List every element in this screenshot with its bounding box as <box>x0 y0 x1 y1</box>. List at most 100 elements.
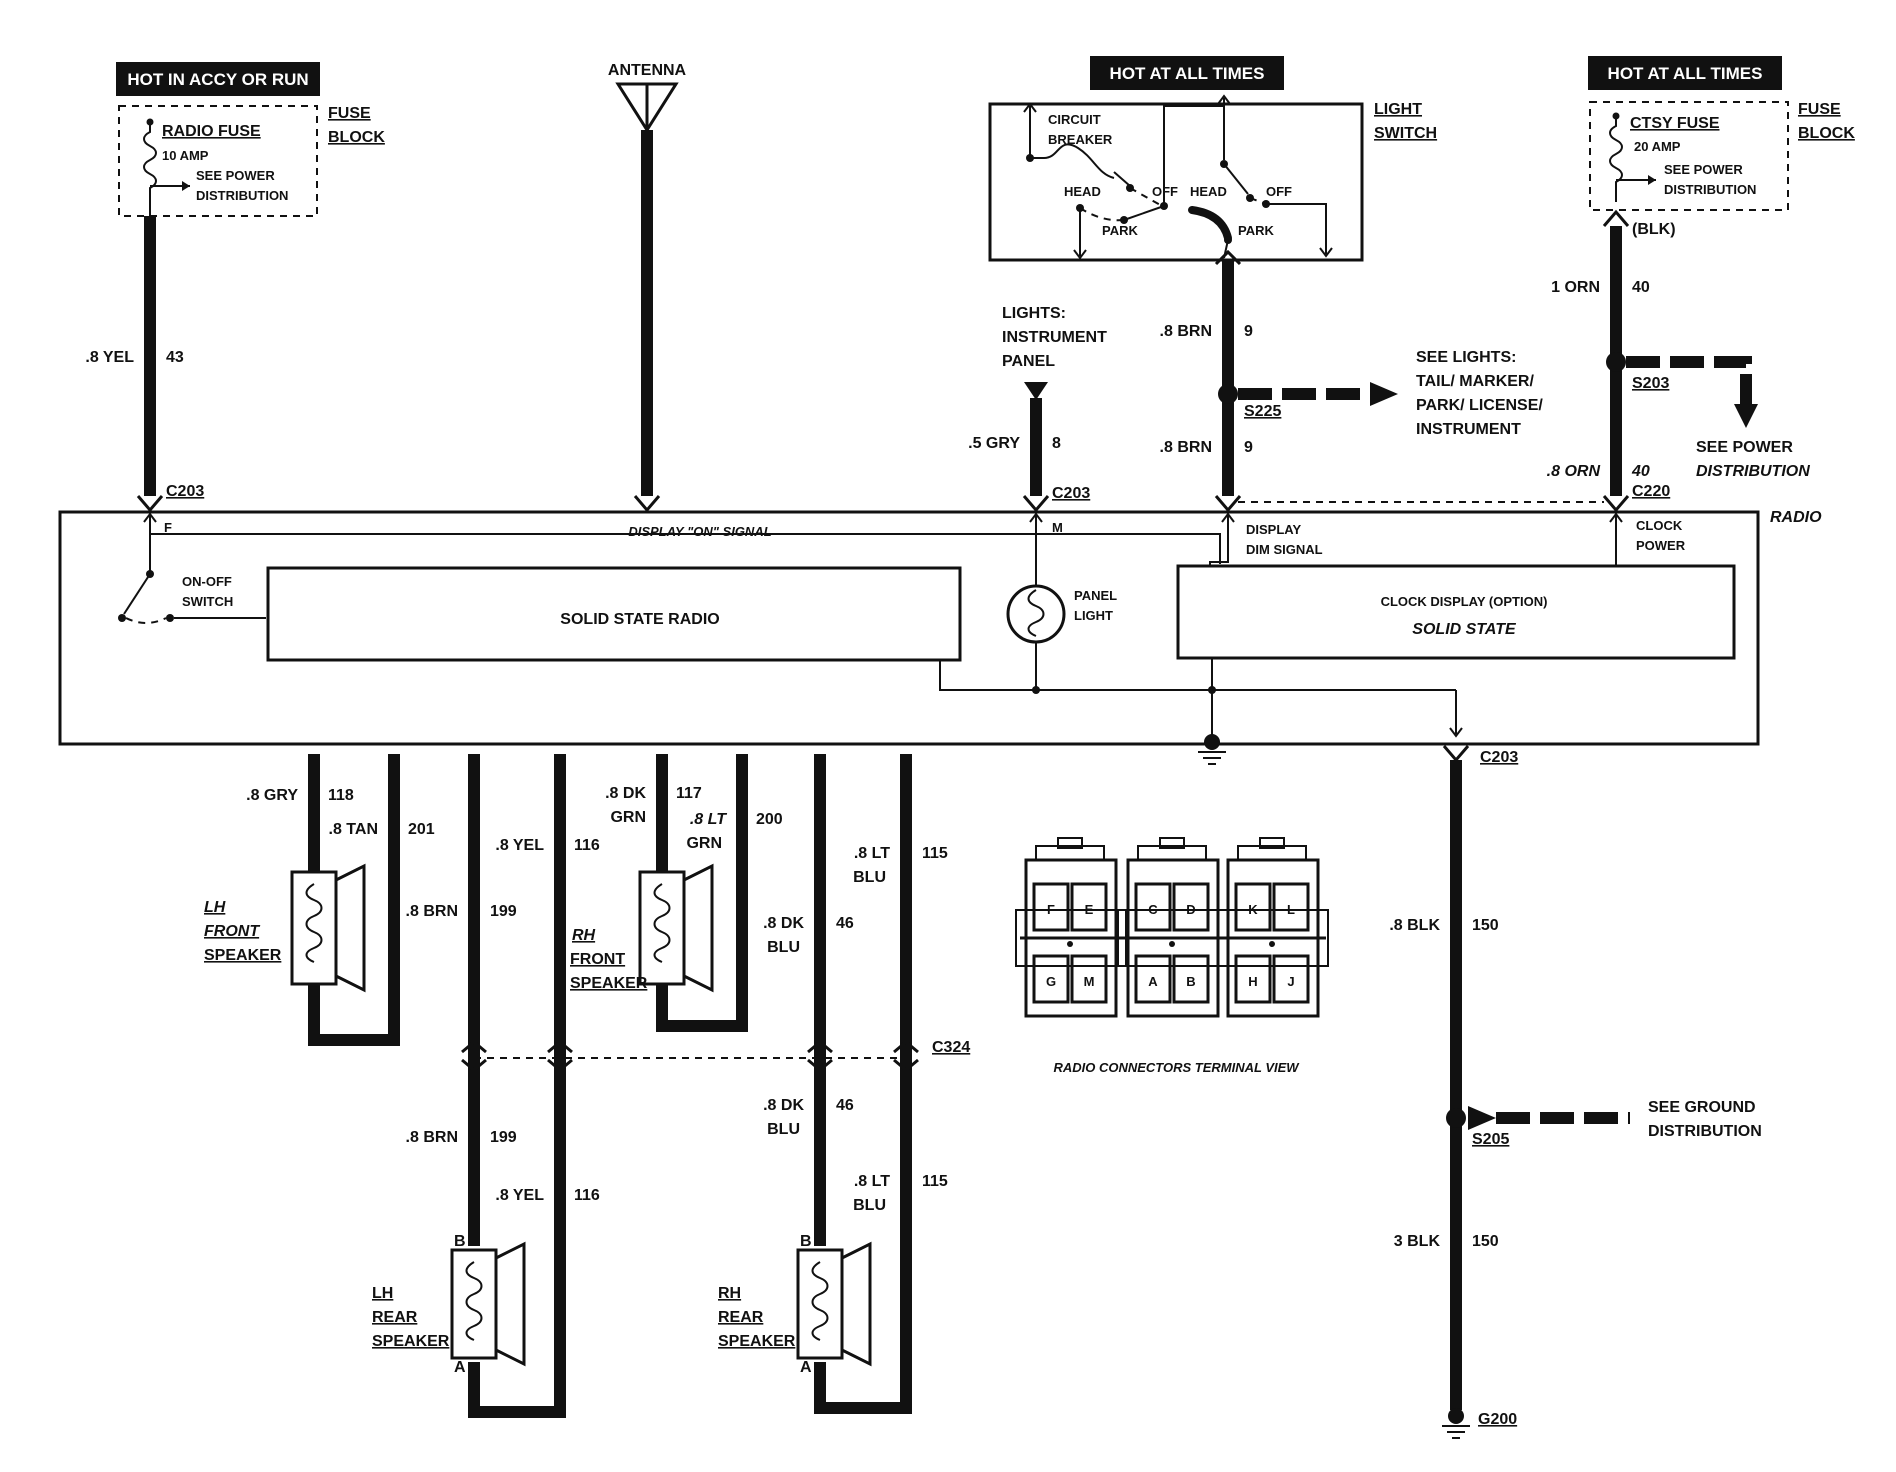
wire-150-top-size: .8 BLK <box>1389 917 1440 934</box>
see-lights-3: PARK/ LICENSE/ <box>1416 397 1543 414</box>
wire-199-bottom-size: .8 BRN <box>406 1129 458 1146</box>
arrow-right-icon <box>1648 175 1656 185</box>
wire-199-bottom-num: 199 <box>490 1129 517 1146</box>
wire-46-bottom-num: 46 <box>836 1097 854 1114</box>
rh-front-speaker-1: RH <box>572 927 596 944</box>
switch-off-1: OFF <box>1152 184 1178 199</box>
see-power-1: SEE POWER <box>1696 439 1793 456</box>
lh-front-speaker-2: FRONT <box>204 923 260 940</box>
connector-c324: C324 <box>932 1039 970 1056</box>
wire-116-top-size: .8 YEL <box>495 837 544 854</box>
wire-200-num: 200 <box>756 811 783 828</box>
triangle-down-icon <box>1024 382 1048 400</box>
radio-fuse-amp: 10 AMP <box>162 148 209 163</box>
ctsy-fuse-block: HOT AT ALL TIMES CTSY FUSE 20 AMP SEE PO… <box>1588 56 1855 211</box>
ground-g200: G200 <box>1478 1411 1517 1428</box>
connector-c220: C220 <box>1632 483 1670 500</box>
terminal-pin-label: J <box>1287 974 1294 989</box>
wire-9-top-size: .8 BRN <box>1160 323 1212 340</box>
solid-state-radio-label: SOLID STATE RADIO <box>560 611 719 628</box>
light-switch-title2: SWITCH <box>1374 125 1437 142</box>
terminal-pin-label: G <box>1046 974 1056 989</box>
wire-116-bottom-num: 116 <box>574 1187 600 1204</box>
lh-rear-speaker-3: SPEAKER <box>372 1333 450 1350</box>
wire-200-size2: GRN <box>686 835 722 852</box>
rh-rear-speaker-icon <box>796 1241 872 1367</box>
switch-off-2: OFF <box>1266 184 1292 199</box>
circuit-breaker-label-1: CIRCUIT <box>1048 112 1101 127</box>
wire-46-bottom-size2: BLU <box>767 1121 800 1138</box>
ctsy-fuse-see2: DISTRIBUTION <box>1664 182 1756 197</box>
clock-display-label: CLOCK DISPLAY (OPTION) <box>1381 594 1548 609</box>
wire-9-top-num: 9 <box>1244 323 1253 340</box>
switch-park-1: PARK <box>1102 223 1138 238</box>
wire-200-size1: .8 LT <box>690 811 727 828</box>
lh-front-speaker-1: LH <box>204 899 226 916</box>
terminal-pin-label: B <box>1186 974 1195 989</box>
wire-199-top-num: 199 <box>490 903 517 920</box>
rh-rear-speaker-2: REAR <box>718 1309 764 1326</box>
wire-40-top-num: 40 <box>1632 279 1650 296</box>
wire-201-size: .8 TAN <box>329 821 378 838</box>
wire-46-bottom-size1: .8 DK <box>763 1097 804 1114</box>
hot-accy-run-label: HOT IN ACCY OR RUN <box>127 70 308 89</box>
wire-9-bottom-size: .8 BRN <box>1160 439 1212 456</box>
wire-40-bottom-num: 40 <box>1631 463 1650 480</box>
wire-115-bottom-size1: .8 LT <box>854 1173 890 1190</box>
splice-s205 <box>1446 1108 1466 1128</box>
panel-light-2: LIGHT <box>1074 608 1113 623</box>
wire-150-bottom-num: 150 <box>1472 1233 1499 1250</box>
wire-9-bottom-num: 9 <box>1244 439 1253 456</box>
connector-c203-top-left: C203 <box>166 483 204 500</box>
ctsy-fuse-block2: BLOCK <box>1798 125 1855 142</box>
wire-150-top-num: 150 <box>1472 917 1499 934</box>
display-dim-2: DIM SIGNAL <box>1246 542 1323 557</box>
wire-117-num: 117 <box>676 785 702 802</box>
arrow-left-icon <box>1468 1106 1496 1130</box>
see-power-2: DISTRIBUTION <box>1696 463 1810 480</box>
wire-117-size1: .8 DK <box>605 785 646 802</box>
lh-rear-speaker-1: LH <box>372 1285 393 1302</box>
terminal-pin-label: C <box>1148 902 1158 917</box>
wire-115-top-num: 115 <box>922 845 948 862</box>
clock-solid-state-label: SOLID STATE <box>1412 621 1517 638</box>
ctsy-fuse-see1: SEE POWER <box>1664 162 1743 177</box>
connector-c203-top-mid: C203 <box>1052 485 1090 502</box>
wire-8-num: 8 <box>1052 435 1061 452</box>
wire-116-top-num: 116 <box>574 837 600 854</box>
see-ground-1: SEE GROUND <box>1648 1099 1756 1116</box>
radio-box <box>58 510 1760 746</box>
radio-fuse-block2: BLOCK <box>328 129 385 146</box>
ctsy-fuse-amp: 20 AMP <box>1634 139 1681 154</box>
rh-rear-pin-a: A <box>800 1359 812 1376</box>
see-lights-4: INSTRUMENT <box>1416 421 1521 438</box>
wire-115-bottom-num: 115 <box>922 1173 948 1190</box>
lh-rear-pin-b: B <box>454 1233 466 1250</box>
radio-connectors-terminal-view: F E C D K L G M A B H J RADIO CONNECTORS… <box>1015 837 1329 1075</box>
wire-201-num: 201 <box>408 821 435 838</box>
hot-accy-run-block: HOT IN ACCY OR RUN RADIO FUSE 10 AMP SEE… <box>116 62 385 217</box>
pin-f: F <box>164 520 172 535</box>
wire-43-size: .8 YEL <box>85 349 134 366</box>
wire-115 <box>814 754 912 1414</box>
switch-head-1: HEAD <box>1064 184 1101 199</box>
clock-display-box <box>1176 564 1736 660</box>
see-lights-1: SEE LIGHTS: <box>1416 349 1516 366</box>
circuit-breaker-label-2: BREAKER <box>1048 132 1113 147</box>
ctsy-fuse-block-outline <box>1589 101 1789 211</box>
lh-rear-pin-a: A <box>454 1359 466 1376</box>
radio-fuse-name: RADIO FUSE <box>162 123 261 140</box>
light-switch-title1: LIGHT <box>1374 101 1422 118</box>
terminal-pin-label: L <box>1287 902 1295 917</box>
radio-unit: RADIO DISPLAY "ON" SIGNAL F ON-OFF SWITC… <box>58 509 1822 765</box>
display-on-signal: DISPLAY "ON" SIGNAL <box>628 524 771 539</box>
arrow-right-icon <box>182 181 190 191</box>
wire-115-top-size2: BLU <box>853 869 886 886</box>
wire-199-top-size: .8 BRN <box>406 903 458 920</box>
lh-front-speaker-icon <box>290 863 366 993</box>
clock-power-1: CLOCK <box>1636 518 1683 533</box>
wire-150-bottom-size: 3 BLK <box>1394 1233 1441 1250</box>
panel-light-icon <box>1006 584 1066 644</box>
radio-title: RADIO <box>1770 509 1822 526</box>
